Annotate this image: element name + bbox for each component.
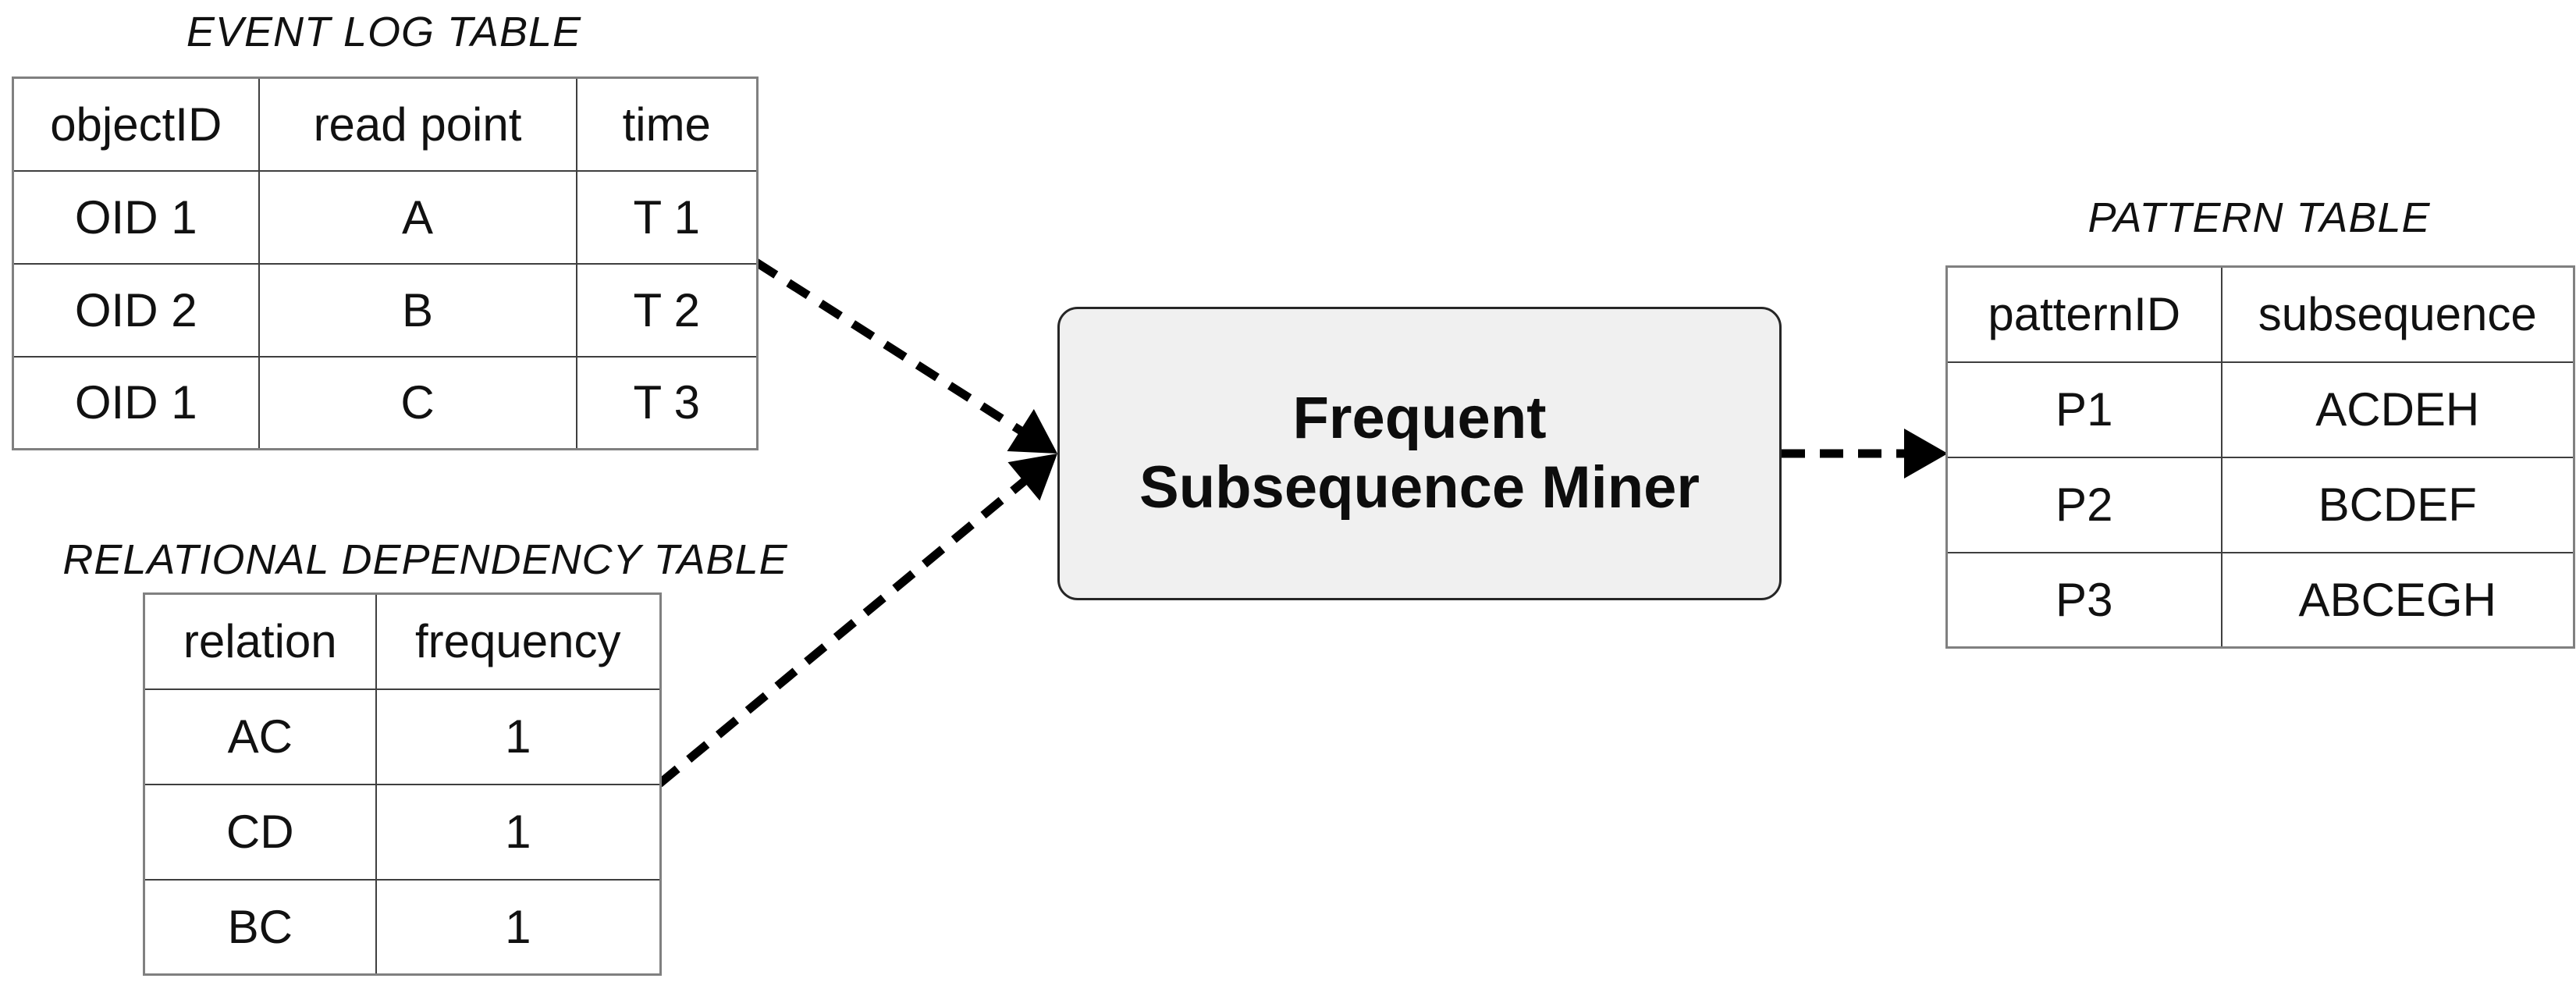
relational-dependency-table-title: RELATIONAL DEPENDENCY TABLE bbox=[62, 536, 788, 583]
table-row: P2 BCDEF bbox=[1945, 456, 2575, 553]
table-cell: BCDEF bbox=[2220, 456, 2575, 553]
frequent-subsequence-miner-box: Frequent Subsequence Miner bbox=[1057, 307, 1782, 600]
column-header: objectID bbox=[12, 76, 260, 172]
column-header: frequency bbox=[375, 592, 662, 690]
table-cell: T 1 bbox=[575, 169, 759, 265]
table-cell: ACDEH bbox=[2220, 361, 2575, 458]
table-cell: P1 bbox=[1945, 361, 2222, 458]
table-cell: OID 1 bbox=[12, 355, 260, 450]
table-row: BC 1 bbox=[143, 878, 662, 976]
column-header: patternID bbox=[1945, 265, 2222, 363]
relational-dependency-table: relation frequency AC 1 CD 1 BC 1 bbox=[143, 592, 662, 976]
miner-box-label-line2: Subsequence Miner bbox=[1139, 454, 1700, 521]
table-cell: C bbox=[258, 355, 577, 450]
dependency-to-miner-arrow-line bbox=[656, 470, 1036, 788]
table-row: P1 ACDEH bbox=[1945, 361, 2575, 458]
table-cell: T 2 bbox=[575, 262, 759, 358]
table-cell: B bbox=[258, 262, 577, 358]
event-log-table: objectID read point time OID 1 A T 1 OID… bbox=[12, 76, 759, 450]
table-cell: 1 bbox=[375, 688, 662, 785]
table-cell: OID 2 bbox=[12, 262, 260, 358]
table-row: P3 ABCEGH bbox=[1945, 551, 2575, 649]
table-cell: 1 bbox=[375, 783, 662, 881]
table-cell: BC bbox=[143, 878, 377, 976]
column-header: time bbox=[575, 76, 759, 172]
table-cell: T 3 bbox=[575, 355, 759, 450]
miner-to-pattern-arrowhead bbox=[1904, 429, 1948, 479]
column-header: subsequence bbox=[2220, 265, 2575, 363]
pattern-table: patternID subsequence P1 ACDEH P2 BCDEF … bbox=[1945, 265, 2575, 649]
table-cell: CD bbox=[143, 783, 377, 881]
table-header-row: objectID read point time bbox=[12, 76, 759, 172]
table-cell: 1 bbox=[375, 878, 662, 976]
table-cell: AC bbox=[143, 688, 377, 785]
event-log-table-title: EVENT LOG TABLE bbox=[186, 9, 582, 55]
table-cell: P3 bbox=[1945, 551, 2222, 649]
pattern-table-title: PATTERN TABLE bbox=[2087, 194, 2431, 241]
table-cell: ABCEGH bbox=[2220, 551, 2575, 649]
table-row: OID 2 B T 2 bbox=[12, 262, 759, 358]
table-row: OID 1 A T 1 bbox=[12, 169, 759, 265]
table-row: AC 1 bbox=[143, 688, 662, 785]
table-header-row: relation frequency bbox=[143, 592, 662, 690]
event-log-to-miner-arrow-line bbox=[754, 258, 1033, 441]
table-cell: OID 1 bbox=[12, 169, 260, 265]
column-header: relation bbox=[143, 592, 377, 690]
table-header-row: patternID subsequence bbox=[1945, 265, 2575, 363]
table-cell: P2 bbox=[1945, 456, 2222, 553]
column-header: read point bbox=[258, 76, 577, 172]
table-row: OID 1 C T 3 bbox=[12, 355, 759, 450]
miner-box-label-line1: Frequent bbox=[1292, 385, 1547, 452]
table-row: CD 1 bbox=[143, 783, 662, 881]
table-cell: A bbox=[258, 169, 577, 265]
